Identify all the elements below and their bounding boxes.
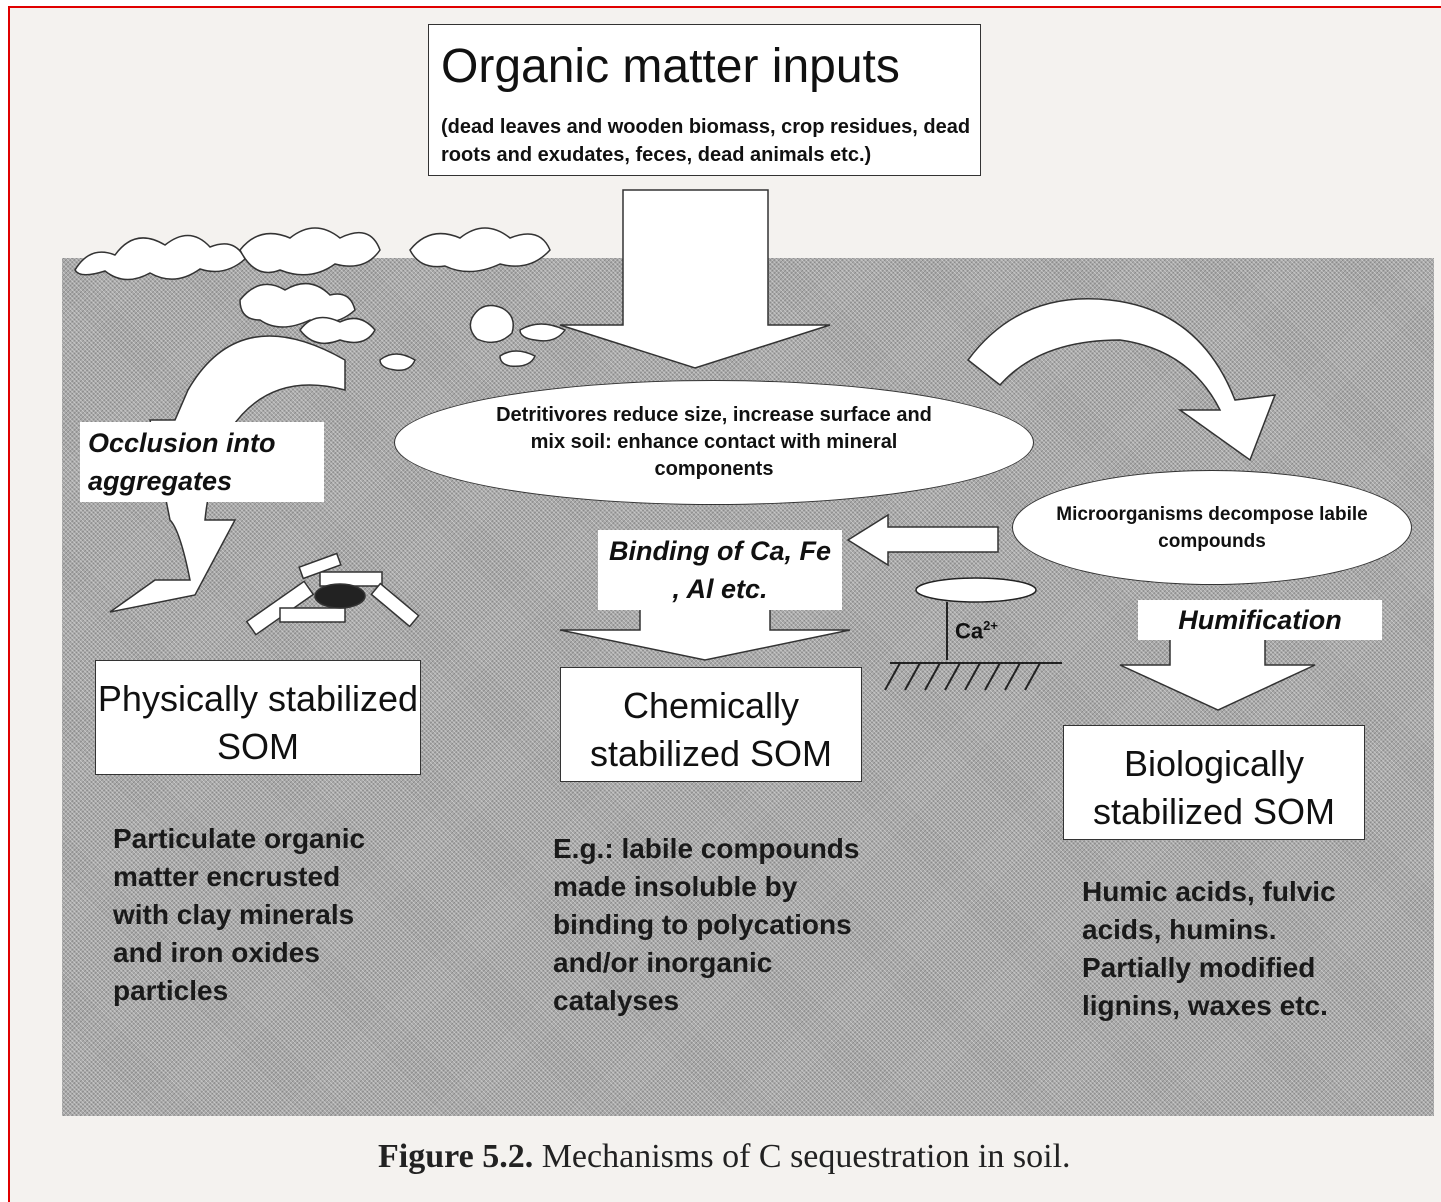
physical-description: Particulate organic matter encrusted wit… [113, 823, 366, 1006]
cation-binding-icon [884, 577, 1062, 691]
decomposition-arrow [966, 298, 1277, 462]
chemically-stabilized-box: Chemically stabilized SOM [560, 667, 862, 782]
humification-label: Humification [1138, 600, 1382, 640]
occlusion-label: Occlusion into aggregates [80, 422, 324, 502]
occlusion-arrow [109, 335, 346, 613]
ion-charge: 2+ [983, 618, 998, 633]
input-arrow [559, 189, 831, 369]
organic-inputs-subtitle: (dead leaves and wooden biomass, crop re… [441, 116, 971, 166]
physically-stabilized-box: Physically stabilized SOM [95, 660, 421, 775]
figure-caption-text: Mechanisms of C sequestration in soil. [541, 1138, 1071, 1175]
organic-inputs-box: Organic matter inputs (dead leaves and w… [428, 24, 981, 176]
microorganisms-ellipse: Microorganisms decompose labile compound… [1012, 470, 1412, 585]
figure-caption: Figure 5.2. Mechanisms of C sequestratio… [378, 1138, 1071, 1176]
leaf-litter-icon [74, 227, 567, 372]
figure-label: Figure 5.2. [378, 1138, 534, 1175]
aggregate-icon [245, 552, 420, 636]
calcium-ion-label: Ca2+ [955, 618, 998, 644]
binding-label: Binding of Ca, Fe , Al etc. [598, 530, 842, 610]
biologically-stabilized-box: Biologically stabilized SOM [1063, 725, 1365, 840]
organic-inputs-title: Organic matter inputs [441, 40, 900, 93]
detritivores-ellipse: Detritivores reduce size, increase surfa… [394, 380, 1034, 505]
chemical-description: E.g.: labile compounds made insoluble by… [553, 833, 860, 1016]
ion-symbol: Ca [955, 618, 984, 644]
binding-arrow [846, 513, 999, 567]
biological-description: Humic acids, fulvic acids, humins. Parti… [1082, 876, 1336, 1021]
humification-arrow [1119, 634, 1316, 711]
